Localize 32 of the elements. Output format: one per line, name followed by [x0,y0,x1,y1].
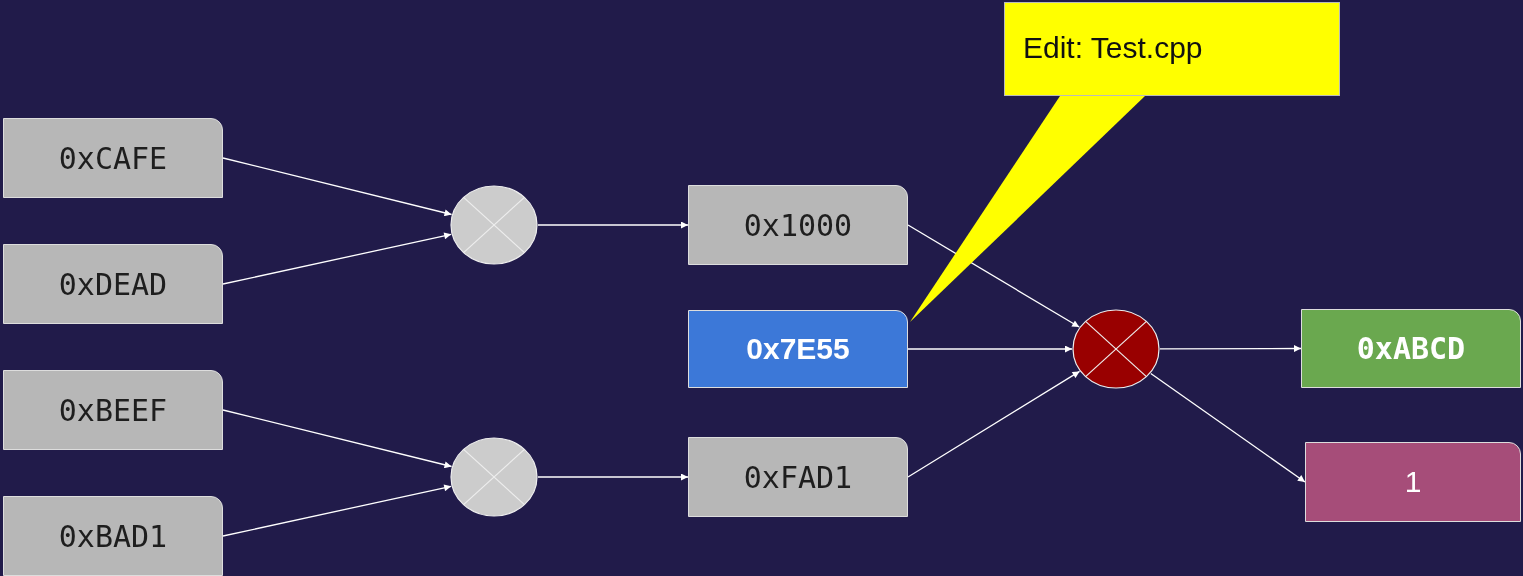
arrow [907,370,1081,478]
arrow [222,232,452,285]
value-label: 1 [1404,465,1422,499]
value-label: 0x7E55 [746,332,850,366]
value-label: 0xCAFE [58,140,168,176]
callout-box [1004,2,1340,96]
arrow [222,157,453,217]
value-label: 0xABCD [1356,331,1466,366]
value-box [1305,442,1521,522]
arrow [222,484,452,537]
arrow [222,409,453,469]
value-box [688,185,908,265]
value-label: 0xDEAD [58,266,168,302]
value-label: 0x1000 [743,207,853,243]
value-box [3,496,223,576]
value-box [3,370,223,450]
value-box [688,310,908,388]
value-label: 0xBAD1 [58,518,168,554]
value-label: 0xBEEF [58,392,168,428]
arrow [537,221,689,229]
value-box [1301,309,1521,388]
arrow [1150,372,1306,483]
value-box [688,437,908,517]
callout-pointer [910,96,1145,322]
arrow [537,473,689,481]
value-box [3,244,223,324]
value-box [3,118,223,198]
arrow [907,345,1073,353]
value-label: 0xFAD1 [743,459,853,495]
arrow [1159,345,1302,352]
callout-text: Edit: Test.cpp [1023,31,1203,65]
arrow [907,224,1080,328]
